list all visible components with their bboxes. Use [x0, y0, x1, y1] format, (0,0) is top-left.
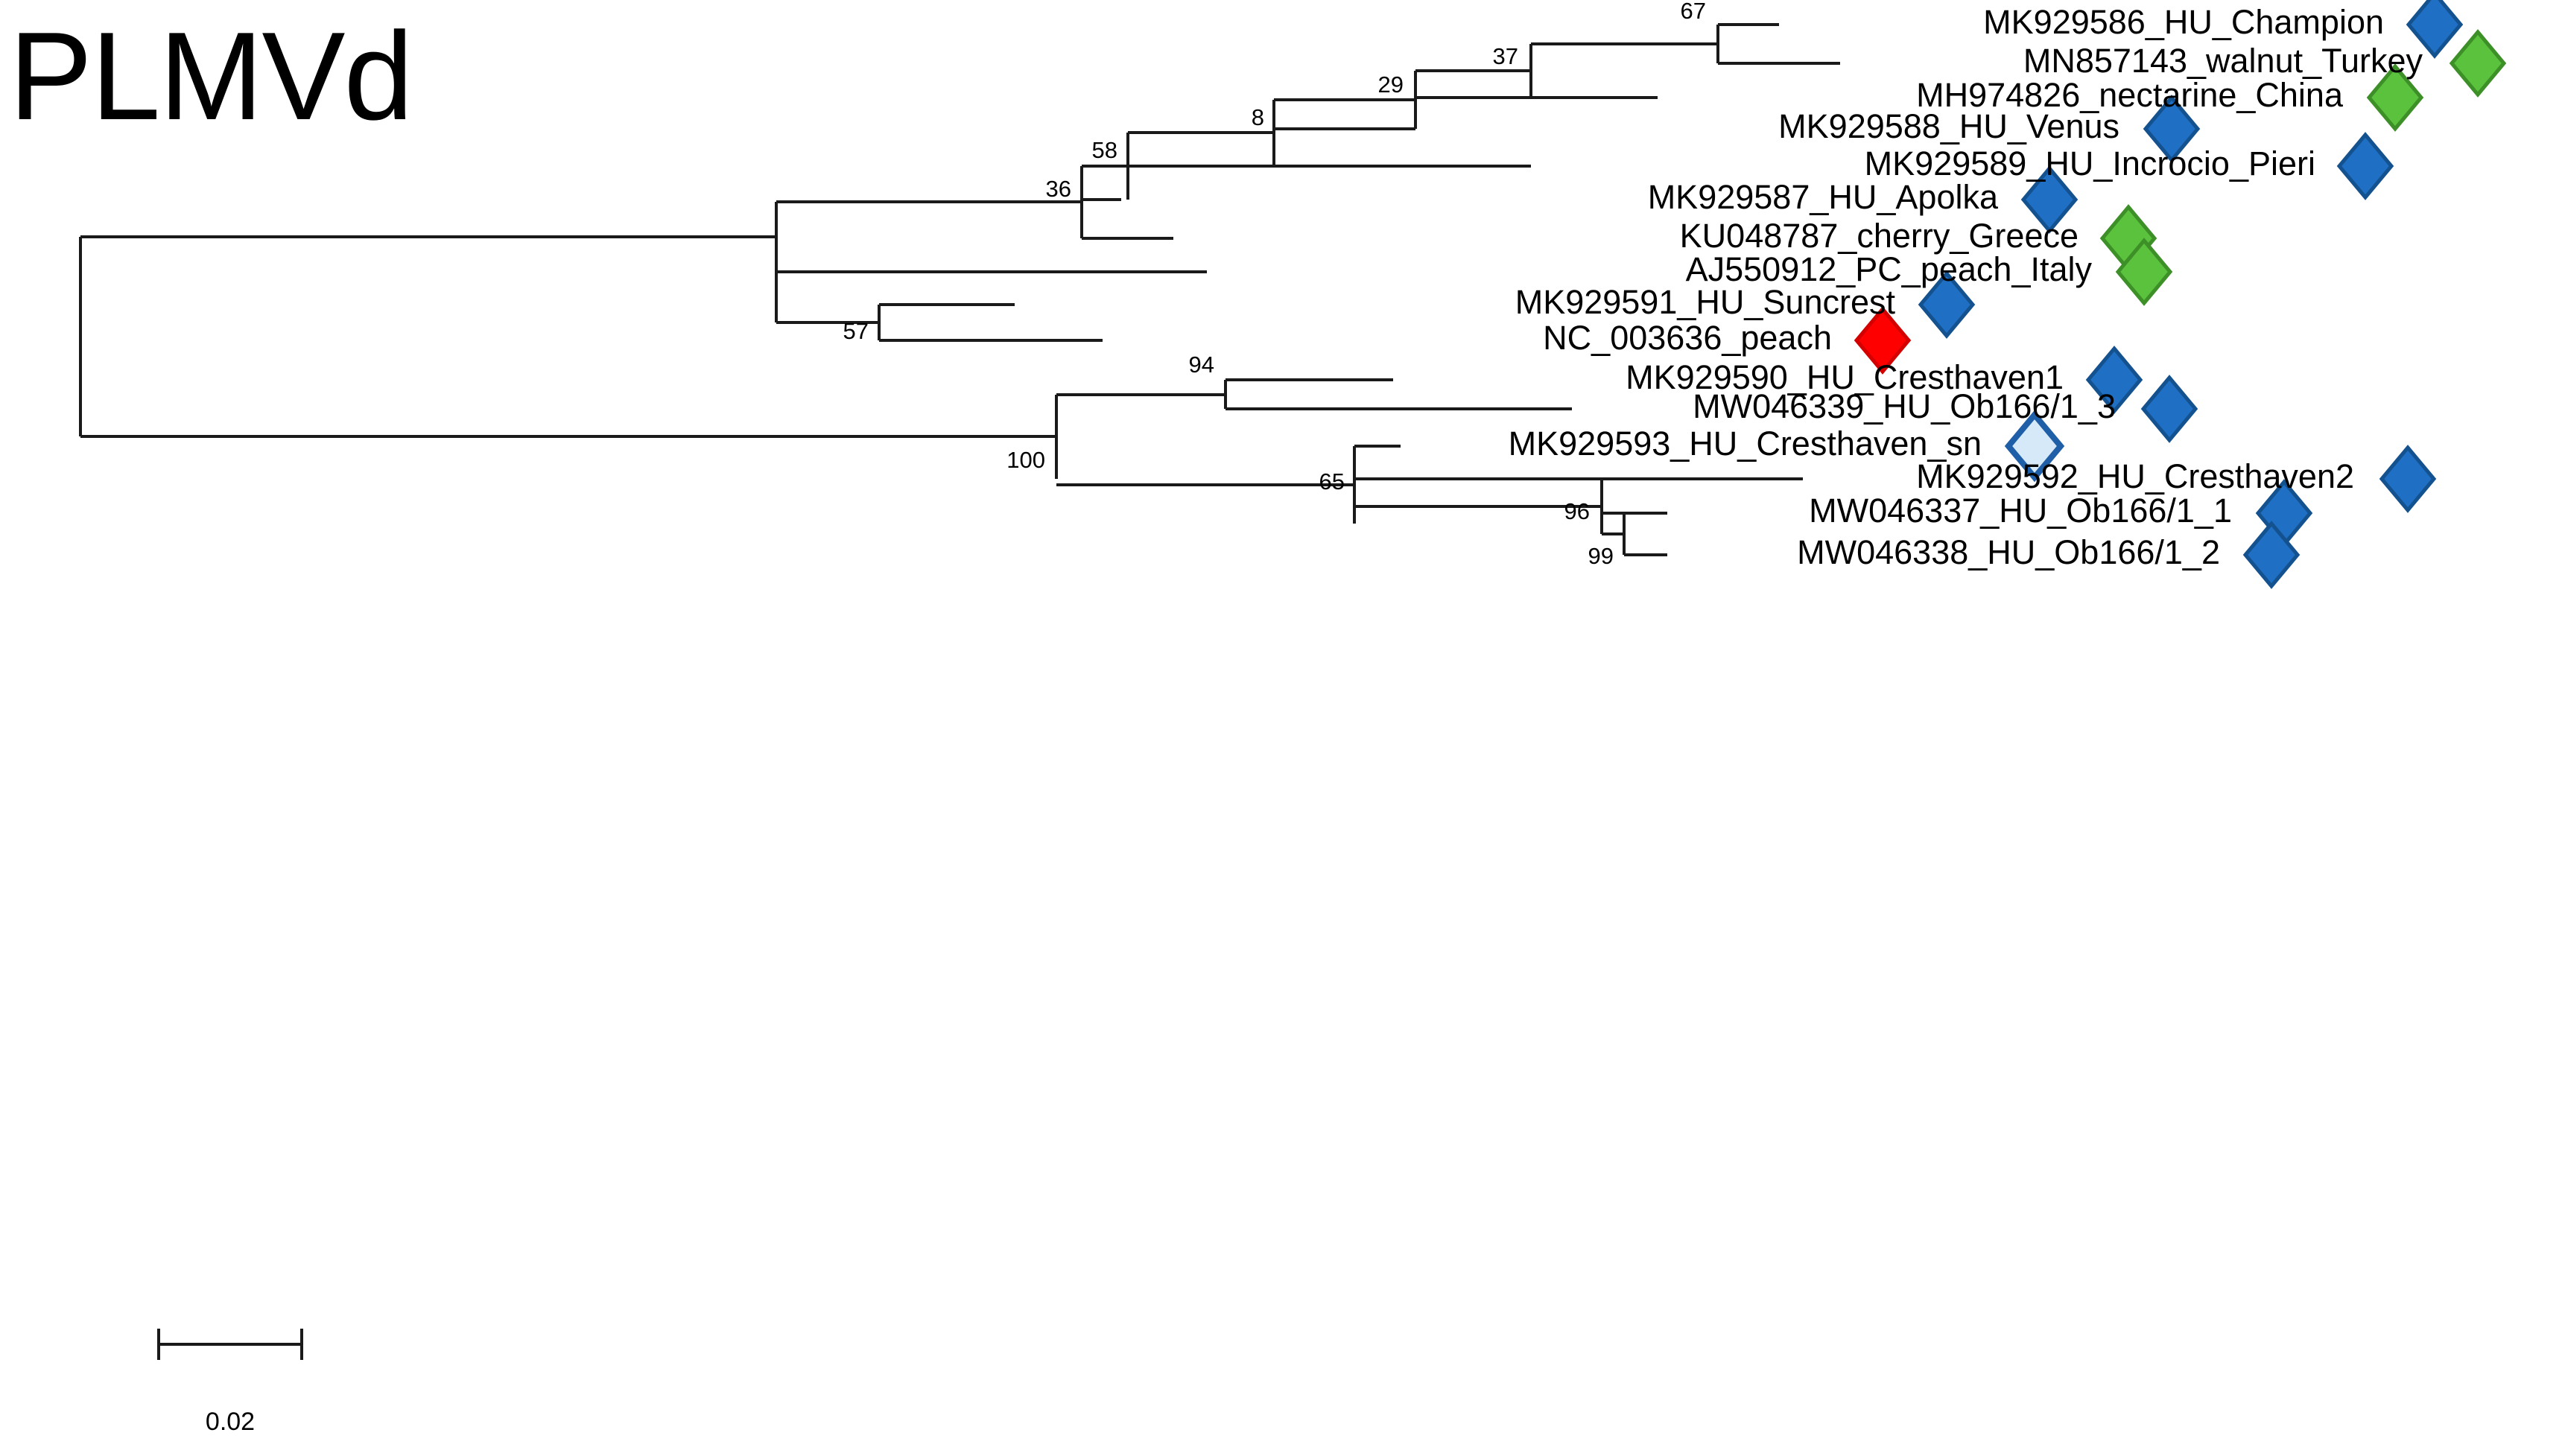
bootstrap-value-n_cresthaven1_ob3: 94 — [1189, 352, 1214, 378]
taxon-labels: MK929586_HU_ChampionMN857143_walnut_Turk… — [1509, 3, 2423, 571]
diamond-marker-blue-t4 — [2143, 95, 2201, 163]
bootstrap-value-n_ob1_ob2: 99 — [1588, 543, 1614, 569]
taxon-label-t15: MW046337_HU_Ob166/1_1 — [1809, 492, 2232, 530]
bootstrap-value-n_lower_major: 100 — [1006, 447, 1045, 473]
taxon-label-t5: MK929589_HU_Incrocio_Pieri — [1865, 144, 2315, 182]
taxon-markers — [1854, 0, 2507, 589]
taxon-label-t8: AJ550912_PC_peach_Italy — [1686, 250, 2093, 288]
diamond-marker-green-t8 — [2115, 238, 2173, 306]
taxon-label-t13: MK929593_HU_Cresthaven_sn — [1509, 425, 1982, 462]
scale-bar-group: 0.02 — [157, 1329, 303, 1436]
bootstrap-value-n_ob_clade: 96 — [1564, 498, 1590, 524]
bootstrap-value-n_incrocio_clade: 8 — [1252, 104, 1264, 130]
bootstrap-value-n_champion_walnut: 67 — [1681, 0, 1706, 24]
diamond-marker-blue-t1 — [2406, 0, 2464, 59]
taxon-label-t1: MK929586_HU_Champion — [1983, 3, 2384, 41]
taxon-label-t6: MK929587_HU_Apolka — [1648, 178, 1999, 216]
taxon-label-t11: MK929590_HU_Cresthaven1 — [1626, 358, 2064, 396]
bootstrap-value-n_nectarine_clade: 37 — [1493, 43, 1518, 69]
diamond-marker-blue-t11 — [2085, 346, 2143, 414]
diamond-marker-lightblue-t13 — [2004, 410, 2065, 483]
taxon-label-t3: MH974826_nectarine_China — [1916, 76, 2344, 114]
bootstrap-value-n_upper_major: 58 — [1092, 137, 1117, 163]
diamond-marker-blue-t12 — [2140, 375, 2198, 443]
taxon-label-t9: MK929591_HU_Suncrest — [1515, 283, 1896, 321]
diamond-marker-blue-t14 — [2379, 445, 2437, 513]
scale-bar-label: 0.02 — [206, 1408, 255, 1436]
taxon-label-t4: MK929588_HU_Venus — [1778, 107, 2119, 145]
taxon-label-t14: MK929592_HU_Cresthaven2 — [1916, 457, 2354, 495]
tree-branches — [79, 23, 1840, 556]
taxon-label-t16: MW046338_HU_Ob166/1_2 — [1797, 533, 2220, 571]
bootstrap-value-n_venus_clade: 29 — [1378, 71, 1404, 98]
taxon-label-t2: MN857143_walnut_Turkey — [2023, 42, 2423, 80]
diamond-marker-red-t10 — [1854, 306, 1912, 375]
diamond-marker-green-t3 — [2366, 63, 2424, 132]
taxon-label-t7: KU048787_cherry_Greece — [1680, 217, 2079, 255]
figure-title: PLMVd — [9, 6, 413, 146]
diamond-marker-blue-t6 — [2020, 165, 2079, 234]
diamond-marker-blue-t5 — [2336, 132, 2394, 200]
diamond-marker-blue-t16 — [2242, 521, 2301, 589]
diamond-marker-green-t2 — [2449, 29, 2507, 98]
taxon-label-t12: MW046339_HU_Ob166/1_3 — [1693, 387, 2116, 425]
bootstrap-labels: 67 37 29 8 58 36 57 94 100 65 96 99 — [843, 0, 1706, 569]
bootstrap-value-n_cherry_apolka: 36 — [1046, 176, 1071, 202]
bootstrap-value-n_suncrest_peach: 57 — [843, 318, 869, 344]
taxon-label-t10: NC_003636_peach — [1543, 319, 1832, 357]
bootstrap-value-n_cresthaven_sn: 65 — [1319, 468, 1345, 495]
diamond-marker-blue-t9 — [1918, 270, 1976, 339]
